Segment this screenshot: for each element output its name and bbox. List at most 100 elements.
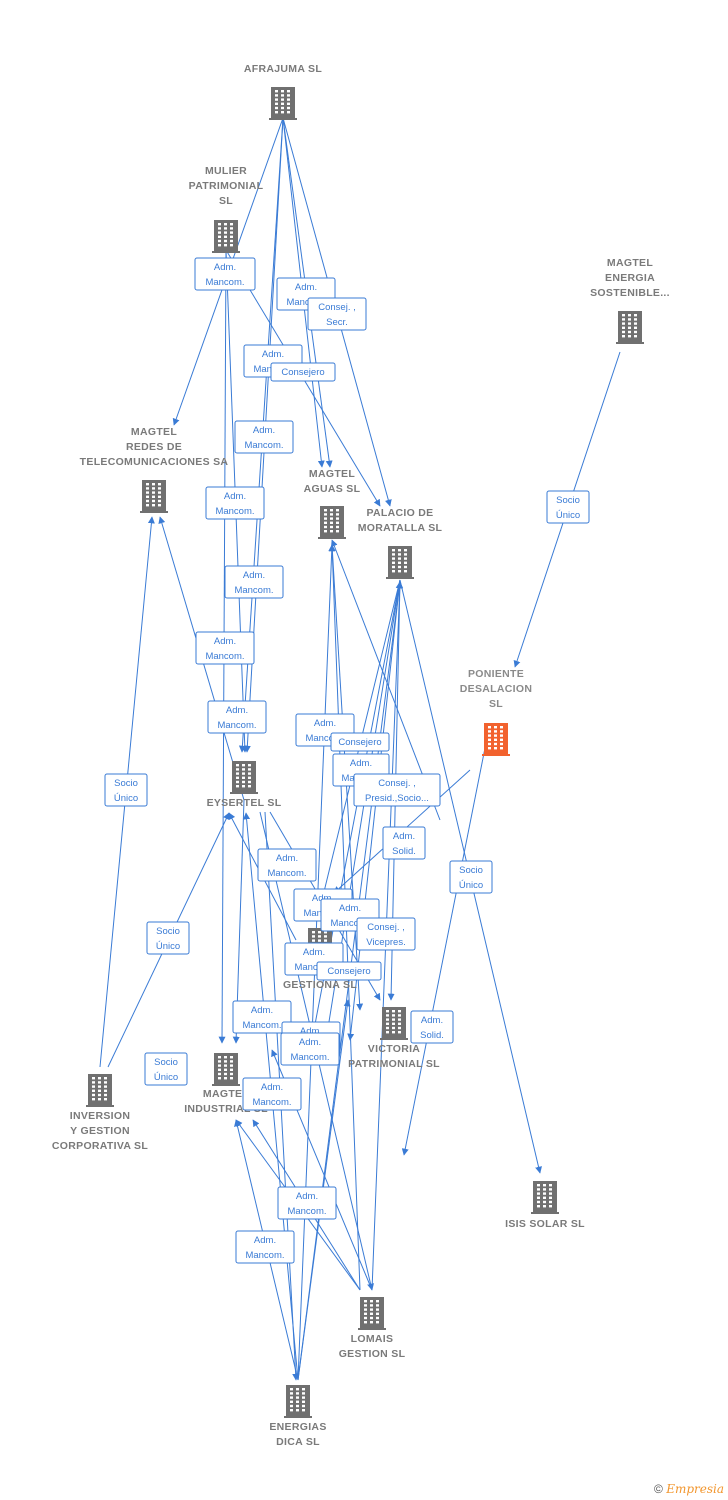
relationship-label[interactable]: Adm.Mancom. <box>257 848 317 882</box>
relationship-label[interactable]: Consejero <box>270 362 336 382</box>
relationship-text: Adm. <box>296 1191 318 1202</box>
company-name: Y GESTION <box>70 1125 130 1137</box>
relationship-label[interactable]: Adm.Mancom. <box>235 1230 295 1264</box>
building-icon <box>284 1385 312 1418</box>
company-name: MAGTEL <box>131 426 177 438</box>
relationship-text: Mancom. <box>205 651 244 662</box>
company-node-isis[interactable]: ISIS SOLAR SL <box>505 1181 585 1230</box>
relationship-text: Adm. <box>262 349 284 360</box>
company-name: VICTORIA <box>368 1043 420 1055</box>
relationship-label[interactable]: Adm.Mancom. <box>224 565 284 599</box>
company-name: PONIENTE <box>468 668 524 680</box>
relationship-label[interactable]: Adm. Solid. <box>382 826 426 860</box>
relationship-label[interactable]: Consej. ,Presid.,Socio... <box>353 773 441 807</box>
relationship-text: Adm. <box>226 705 248 716</box>
relationship-text: Mancom. <box>234 585 273 596</box>
relationship-label[interactable]: Adm.Mancom. <box>207 700 267 734</box>
relationship-text: Mancom. <box>294 962 333 973</box>
company-node-eysertel[interactable]: EYSERTEL SL <box>207 761 282 809</box>
relationship-text: Socio <box>156 926 180 937</box>
relationship-text: Solid. <box>392 846 416 857</box>
relationship-label[interactable]: Consejero <box>316 961 382 981</box>
relationship-text: Consejero <box>281 367 324 378</box>
relationship-text: Mancom. <box>286 297 325 308</box>
building-icon <box>140 480 168 513</box>
relationship-label[interactable]: Adm.Mancom. <box>194 257 256 291</box>
relationship-text: Adm. <box>300 1026 322 1037</box>
relationship-edge <box>331 539 441 821</box>
relationship-text: Mancom. <box>252 1097 291 1108</box>
company-name: PALACIO DE <box>367 507 434 519</box>
relationship-text: Adm. <box>314 718 336 729</box>
relationship-text: Vicepres. <box>366 937 405 948</box>
company-node-afrajuma[interactable]: AFRAJUMA SL <box>244 63 322 120</box>
company-name: MAGTEL <box>203 1088 249 1100</box>
company-name: MULIER <box>205 165 247 177</box>
relationship-label[interactable]: Adm. Mancom. <box>195 631 255 665</box>
relationship-text: Consej. , <box>318 302 356 313</box>
relationship-text: Consejero <box>338 737 381 748</box>
relationship-text: Adm. <box>261 1082 283 1093</box>
relationship-text: Solid. <box>420 1030 444 1041</box>
building-icon <box>269 87 297 120</box>
building-icon <box>386 546 414 579</box>
relationship-text: Adm. <box>224 491 246 502</box>
relationship-text: Adm. <box>393 831 415 842</box>
relationship-text: Mancom. <box>330 918 369 929</box>
company-node-magtel-energia[interactable]: MAGTELENERGIASOSTENIBLE... <box>590 257 670 344</box>
building-icon <box>482 723 510 756</box>
relationship-label[interactable]: Consejero <box>330 732 390 752</box>
relationship-text: Único <box>156 941 180 952</box>
relationship-label[interactable]: Consej. ,Vicepres. <box>356 917 416 951</box>
building-icon <box>380 1007 408 1040</box>
relationship-text: Socio <box>114 778 138 789</box>
relationship-text: Adm. <box>350 758 372 769</box>
company-name: REDES DE <box>126 441 182 453</box>
building-icon <box>318 506 346 539</box>
relationship-label[interactable]: Adm.Mancom. <box>234 420 294 454</box>
relationship-label[interactable]: Adm.Mancom. <box>205 486 265 520</box>
company-name: ENERGIA <box>605 272 655 284</box>
company-name: CORPORATIVA SL <box>52 1140 148 1152</box>
relationship-text: Adm. <box>276 853 298 864</box>
relationship-labels: Adm.Mancom.Adm.Mancom.Consej. ,Secr.Adm.… <box>104 257 590 1264</box>
relationship-label[interactable]: Adm.Mancom. <box>277 1186 337 1220</box>
relationship-text: Adm. <box>303 947 325 958</box>
relationship-text: Adm. <box>299 1037 321 1048</box>
relationship-text: Adm. <box>339 903 361 914</box>
company-nodes: AFRAJUMA SLMULIERPATRIMONIALSLMAGTELENER… <box>52 63 670 1448</box>
relationship-label[interactable]: Adm.Mancom. <box>232 1000 292 1034</box>
relationship-text: Adm. <box>295 282 317 293</box>
company-name: DESALACION <box>460 683 532 695</box>
relationship-text: Consej. , <box>378 778 416 789</box>
building-icon <box>358 1297 386 1330</box>
relationship-text: Mancom. <box>305 733 344 744</box>
relationship-text: Adm. <box>214 636 236 647</box>
relationship-label[interactable]: Consej. ,Secr. <box>307 297 367 331</box>
relationship-label[interactable]: Adm. Solid. <box>410 1010 454 1044</box>
footer-brand[interactable]: © Empresia <box>654 1482 724 1496</box>
relationship-label[interactable]: Adm.Mancom. <box>280 1032 340 1066</box>
building-icon <box>86 1074 114 1107</box>
relationship-text: Socio <box>154 1057 178 1068</box>
building-icon <box>531 1181 559 1214</box>
relationship-label[interactable]: Adm. Mancom. <box>242 1077 302 1111</box>
company-name: AGUAS SL <box>304 483 361 495</box>
relationship-text: Único <box>114 793 138 804</box>
relationship-text: Adm. <box>421 1015 443 1026</box>
